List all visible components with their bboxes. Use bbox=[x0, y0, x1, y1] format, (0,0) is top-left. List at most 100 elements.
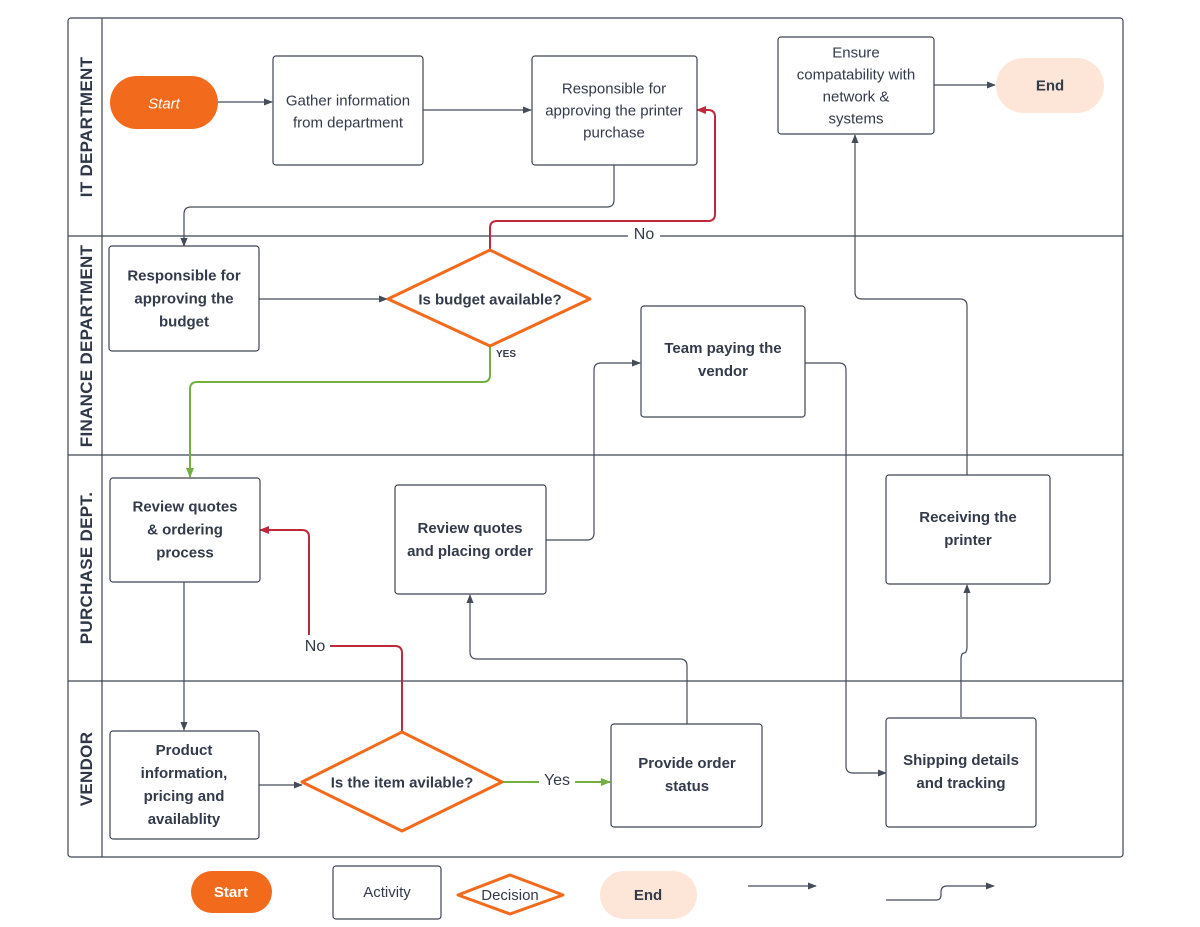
activity-box bbox=[777, 36, 935, 135]
edge-label-budget-yes: YES bbox=[496, 349, 516, 360]
activity-label: Ensure compatability with network & systems bbox=[797, 44, 915, 127]
label-line: process bbox=[156, 545, 214, 562]
start-shape bbox=[110, 76, 218, 129]
label-line: End bbox=[1036, 78, 1064, 95]
activity-box bbox=[640, 305, 806, 418]
activity-box bbox=[531, 55, 698, 166]
edge-shipping-to-receiving bbox=[960, 584, 971, 717]
edge-order-status-to-review-placing bbox=[466, 594, 688, 724]
activity-box bbox=[885, 717, 1037, 828]
decision-label: Is the item avilable? bbox=[331, 775, 474, 792]
activity-label: Receiving the printer bbox=[919, 509, 1017, 549]
edge-label-bg-budget-no bbox=[628, 224, 660, 242]
label-line: Provide order bbox=[638, 755, 736, 772]
edge-budget-no bbox=[489, 106, 716, 250]
label-line: status bbox=[665, 778, 709, 795]
activity-label: Responsible for approving the budget bbox=[127, 268, 241, 331]
label-line: Responsible for bbox=[562, 80, 666, 97]
activity-box bbox=[109, 477, 261, 583]
node-receiving: Receiving the printer bbox=[885, 474, 1051, 585]
label-line: and placing order bbox=[407, 543, 533, 560]
node-item-decision: Is the item avilable? bbox=[300, 730, 504, 833]
edge-review-placing-to-team-paying bbox=[546, 359, 641, 541]
legend-decision-shape bbox=[456, 873, 565, 916]
end-shape bbox=[996, 58, 1104, 113]
label-line: budget bbox=[159, 314, 209, 331]
node-review-ordering: Review quotes & ordering process bbox=[109, 477, 261, 583]
label-line: Review quotes bbox=[132, 499, 237, 516]
node-start: Start bbox=[110, 76, 218, 129]
label-line: Shipping details bbox=[903, 752, 1019, 769]
activity-label: Provide order status bbox=[638, 755, 736, 795]
end-label: End bbox=[1036, 78, 1064, 95]
edge-approve-printer-to-approve-budget bbox=[180, 165, 615, 247]
legend-activity-label: Activity bbox=[363, 884, 411, 901]
label-line: availablity bbox=[148, 811, 221, 828]
node-ensure-compatability: Ensure compatability with network & systems bbox=[777, 36, 935, 135]
edge-team-paying-to-shipping bbox=[805, 362, 887, 777]
label-line: information, bbox=[141, 765, 228, 782]
label-line: Team paying the bbox=[664, 340, 781, 357]
edge-label-bg-item-yes bbox=[539, 770, 575, 790]
activity-label: Gather information from department bbox=[286, 92, 410, 131]
decision-shape bbox=[386, 248, 592, 348]
lane-label-vendor: VENDOR bbox=[77, 732, 96, 807]
node-order-status: Provide order status bbox=[610, 723, 763, 828]
label-line: Responsible for bbox=[127, 268, 241, 285]
label-line: Receiving the bbox=[919, 509, 1017, 526]
activity-box bbox=[109, 730, 260, 840]
activity-label: Review quotes and placing order bbox=[407, 520, 533, 560]
label-line: and tracking bbox=[916, 775, 1005, 792]
node-budget-decision: Is budget available? bbox=[386, 248, 592, 348]
legend-activity-shape bbox=[332, 865, 442, 920]
node-approve-budget: Responsible for approving the budget bbox=[108, 245, 260, 352]
activity-label: Review quotes & ordering process bbox=[132, 499, 237, 562]
legend-curved-connector bbox=[886, 882, 995, 901]
label-line: Ensure bbox=[832, 44, 880, 61]
label-line: Start bbox=[148, 96, 181, 113]
label-line: Is the item avilable? bbox=[331, 775, 474, 792]
edge-label-bg-item-no bbox=[298, 635, 330, 655]
activity-box bbox=[610, 723, 763, 828]
edge-label-budget-no: No bbox=[634, 226, 655, 243]
label-line: & ordering bbox=[147, 522, 223, 539]
label-line: printer bbox=[944, 532, 992, 549]
legend: Start Activity Decision End bbox=[191, 865, 995, 920]
edge-label-item-yes: Yes bbox=[544, 772, 570, 789]
label-line: Is budget available? bbox=[418, 291, 561, 308]
legend-start-shape bbox=[191, 871, 272, 913]
node-review-placing: Review quotes and placing order bbox=[394, 484, 547, 595]
legend-end-label: End bbox=[634, 887, 662, 904]
label-line: Review quotes bbox=[417, 520, 522, 537]
decision-label: Is budget available? bbox=[418, 291, 561, 308]
edge-label-item-no: No bbox=[305, 638, 326, 655]
activity-box bbox=[272, 55, 424, 166]
activity-box bbox=[885, 474, 1051, 585]
edge-receiving-to-ensure bbox=[851, 134, 968, 475]
node-gather-information: Gather information from department bbox=[272, 55, 424, 166]
label-line: approving the printer bbox=[545, 102, 683, 119]
edge-budget-yes bbox=[186, 346, 491, 478]
label-line: approving the bbox=[134, 291, 233, 308]
legend-start-label: Start bbox=[214, 884, 248, 901]
label-line: compatability with bbox=[797, 66, 915, 83]
label-line: Gather information bbox=[286, 92, 410, 109]
node-shipping: Shipping details and tracking bbox=[885, 717, 1037, 828]
label-line: from department bbox=[293, 114, 404, 131]
label-line: network & bbox=[823, 88, 890, 105]
legend-end-shape bbox=[600, 871, 697, 919]
legend-decision-label: Decision bbox=[481, 887, 539, 904]
lane-label-purchase: PURCHASE DEPT. bbox=[77, 492, 96, 645]
label-line: systems bbox=[828, 110, 883, 127]
label-line: Product bbox=[156, 742, 213, 759]
activity-box bbox=[108, 245, 260, 352]
lane-label-finance: FINANCE DEPARTMENT bbox=[77, 244, 96, 447]
lane-label-it: IT DEPARTMENT bbox=[77, 56, 96, 197]
